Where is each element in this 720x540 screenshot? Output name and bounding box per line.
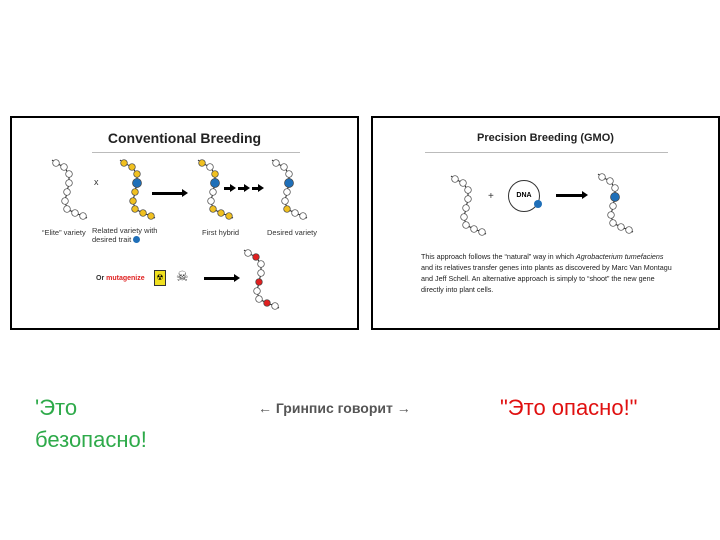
arrow: [556, 191, 588, 199]
label-related: Related variety with desired trait: [92, 226, 158, 244]
chain-bead: [609, 219, 617, 227]
chain-bead: [132, 178, 142, 188]
chain-bead: [611, 184, 619, 192]
conventional-breeding-panel: Conventional Breeding x “Elite” variety …: [10, 116, 359, 330]
chain-bead: [609, 202, 617, 210]
chain-bead: [65, 179, 73, 187]
panel-title: Conventional Breeding: [107, 130, 262, 146]
skull-icon: ☠: [176, 268, 189, 284]
chain-bead: [255, 295, 263, 303]
radiation-icon: ☢: [154, 270, 166, 286]
elite-chain: [51, 159, 88, 220]
arrow: [204, 274, 240, 282]
chain-bead: [147, 212, 155, 220]
chain-bead: [459, 179, 467, 187]
chain-bead: [139, 209, 147, 217]
chain-bead: [263, 299, 271, 307]
chain-bead: [280, 163, 288, 171]
chain-bead: [120, 159, 128, 167]
chain-bead: [71, 209, 79, 217]
chain-bead: [253, 287, 261, 295]
chain-bead: [217, 209, 225, 217]
chain-bead: [462, 204, 470, 212]
gene-dot-icon: [534, 200, 542, 208]
gmo-chain: [597, 173, 634, 234]
chain-bead: [464, 186, 472, 194]
plus-symbol: +: [488, 191, 494, 202]
chain-bead: [460, 213, 468, 221]
chain-bead: [299, 212, 307, 220]
chain-bead: [60, 163, 68, 171]
chain-bead: [79, 212, 87, 220]
chain-bead: [610, 192, 620, 202]
arrow: [252, 184, 264, 192]
chain-bead: [131, 188, 139, 196]
chain-bead: [464, 195, 472, 203]
safe-caption: 'Это безопасно!: [35, 395, 147, 452]
chain-bead: [206, 163, 214, 171]
chain-bead: [207, 197, 215, 205]
chain-bead: [257, 260, 265, 268]
chain-bead: [63, 188, 71, 196]
chain-bead: [129, 197, 137, 205]
chain-bead: [61, 197, 69, 205]
divider: [92, 152, 300, 153]
hybrid-chain: [197, 159, 234, 220]
chain-bead: [198, 159, 206, 167]
description-paragraph: This approach follows the “natural” way …: [421, 252, 672, 294]
precision-breeding-panel: Precision Breeding (GMO) + DNA This appr…: [371, 116, 720, 330]
cross-symbol: x: [94, 177, 99, 187]
chain-bead: [291, 209, 299, 217]
chain-bead: [462, 221, 470, 229]
chain-bead: [607, 211, 615, 219]
chain-bead: [598, 173, 606, 181]
chain-bead: [285, 170, 293, 178]
chain-bead: [625, 226, 633, 234]
greenpeace-caption: ← Гринпис говорит →: [258, 400, 411, 416]
chain-bead: [283, 188, 291, 196]
chain-bead: [63, 205, 71, 213]
chain-bead: [255, 278, 263, 286]
chain-bead: [617, 223, 625, 231]
chain-bead: [209, 205, 217, 213]
chain-bead: [65, 170, 73, 178]
chain-bead: [52, 159, 60, 167]
chain-bead: [131, 205, 139, 213]
chain-bead: [252, 253, 260, 261]
panel-title: Precision Breeding (GMO): [477, 132, 614, 144]
chain-bead: [283, 205, 291, 213]
arrow: [152, 189, 188, 197]
chain-bead: [271, 302, 279, 310]
label-first-hybrid: First hybrid: [202, 228, 240, 237]
related-chain: [119, 159, 156, 220]
chain-bead: [281, 197, 289, 205]
label-desired: Desired variety: [267, 228, 318, 237]
chain-bead: [478, 228, 486, 236]
mutagenize-label: Or mutagenize: [96, 275, 145, 282]
divider: [425, 152, 668, 153]
dna-plasmid: DNA: [508, 180, 542, 212]
chain-bead: [272, 159, 280, 167]
desired-chain: [271, 159, 308, 220]
chain-bead: [128, 163, 136, 171]
chain-bead: [470, 225, 478, 233]
arrow: [238, 184, 250, 192]
chain-bead: [244, 249, 252, 257]
mutant-chain: [243, 249, 280, 310]
plant-chain: [450, 175, 487, 236]
chain-bead: [451, 175, 459, 183]
chain-bead: [257, 269, 265, 277]
chain-bead: [225, 212, 233, 220]
label-elite: “Elite” variety: [42, 228, 86, 237]
danger-caption: "Это опасно!": [500, 395, 638, 420]
chain-bead: [211, 170, 219, 178]
chain-bead: [210, 178, 220, 188]
chain-bead: [284, 178, 294, 188]
chain-bead: [606, 177, 614, 185]
chain-bead: [133, 170, 141, 178]
chain-bead: [209, 188, 217, 196]
blue-dot-icon: [133, 236, 141, 243]
arrow: [224, 184, 236, 192]
